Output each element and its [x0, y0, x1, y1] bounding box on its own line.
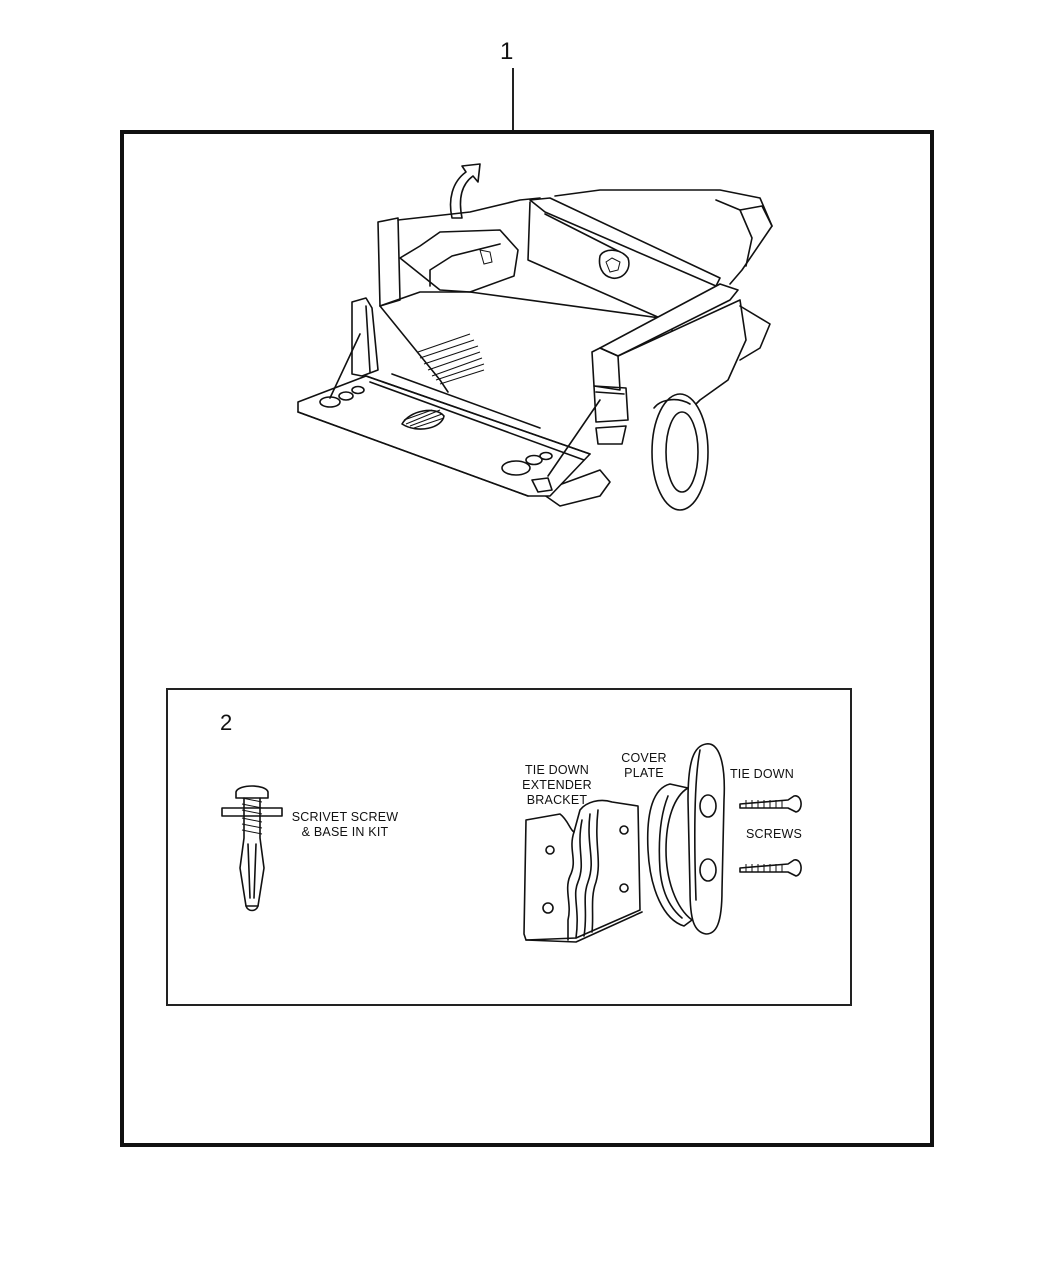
callout-number-1: 1	[500, 38, 514, 65]
cover-label-line-1: COVER	[621, 751, 667, 765]
tailgate	[297, 375, 591, 497]
kit-contents-frame	[166, 688, 852, 1006]
screw-upper	[739, 795, 802, 813]
lift-arrow-icon	[449, 163, 481, 219]
bed-mat-ribs	[379, 305, 485, 393]
bracket-label-line-1: TIE DOWN	[524, 763, 590, 777]
tail-light	[593, 385, 629, 445]
scrivet-screw-label: SCRIVET SCREW & BASE IN KIT	[280, 810, 410, 840]
scrivet-screw-illustration	[221, 785, 283, 912]
screws-label: SCREWS	[745, 827, 803, 841]
screw-lower	[739, 859, 802, 877]
tie-down-cleat-illustration	[687, 743, 726, 935]
callout-leader-line	[512, 68, 514, 132]
tie-down-label: TIE DOWN	[729, 767, 795, 781]
cover-label-line-2: PLATE	[624, 766, 664, 780]
tie-down-screws-illustration	[739, 795, 802, 877]
bracket-label-line-2: EXTENDER	[522, 778, 592, 792]
cover-plate-label: COVER PLATE	[612, 751, 676, 781]
main-assembly-frame	[120, 130, 934, 1147]
truck-bed-illustration	[297, 163, 773, 511]
scrivet-label-line-1: SCRIVET SCREW	[291, 810, 399, 824]
bracket-label-line-3: BRACKET	[526, 793, 588, 807]
ram-logo-icon	[598, 249, 630, 280]
tie-down-extender-bracket-label: TIE DOWN EXTENDER BRACKET	[512, 763, 602, 808]
tie-down-extender-bracket-illustration	[523, 799, 643, 943]
callout-number-2: 2	[220, 710, 233, 735]
cover-plate-illustration	[646, 783, 693, 927]
scrivet-label-line-2: & BASE IN KIT	[301, 825, 389, 839]
rear-wheel	[651, 393, 709, 511]
tailgate-logo-icon	[401, 409, 445, 430]
